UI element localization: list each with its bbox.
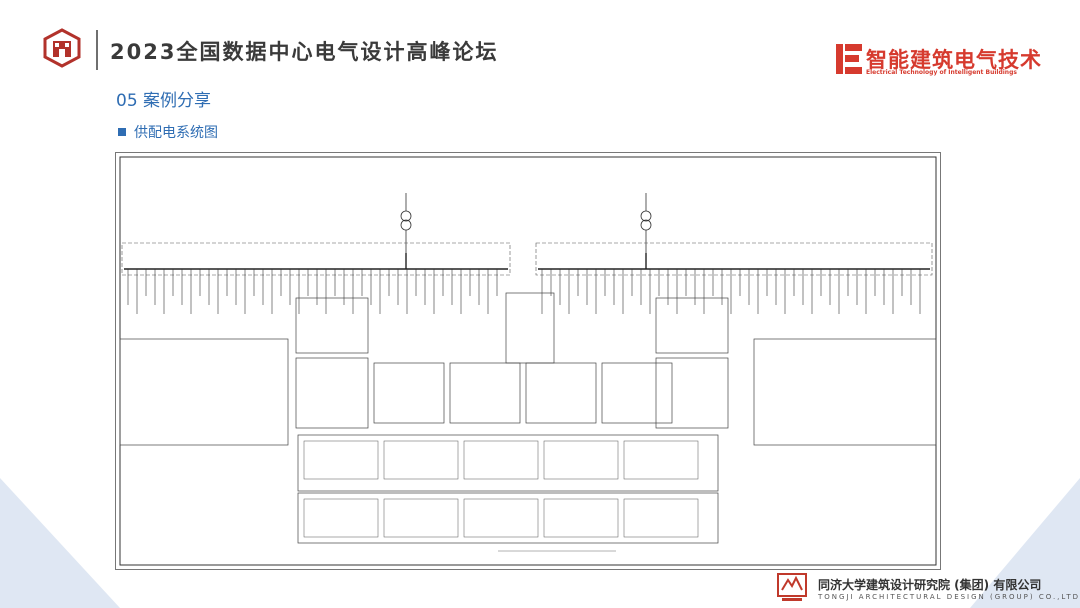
- company-name-en: TONGJI ARCHITECTURAL DESIGN (GROUP) CO.,…: [818, 593, 1080, 601]
- brand-block: 智能建筑电气技术 Electrical Technology of Intell…: [836, 44, 1046, 84]
- ibe-logo-icon: [836, 44, 862, 74]
- section-title: 05 案例分享: [116, 91, 212, 111]
- distribution-panel-block: [303, 440, 379, 480]
- company-name-cn: 同济大学建筑设计研究院 (集团) 有限公司: [818, 578, 1042, 592]
- distribution-panel-block: [543, 440, 619, 480]
- distribution-panel-block: [623, 440, 699, 480]
- distribution-panel-block: [623, 498, 699, 538]
- brand-subtitle: Electrical Technology of Intelligent Bui…: [866, 69, 1017, 76]
- brand-name: 智能建筑电气技术: [866, 48, 1042, 72]
- distribution-panel-block: [383, 498, 459, 538]
- corner-decoration-left: [0, 478, 120, 608]
- distribution-panel-block: [383, 440, 459, 480]
- conference-title: 2023全国数据中心电气设计高峰论坛: [110, 40, 499, 64]
- single-line-diagram-drawing: [119, 156, 937, 566]
- bullet-square-icon: [118, 128, 126, 136]
- section-subtitle: 供配电系统图: [134, 125, 218, 141]
- distribution-panel-block: [463, 498, 539, 538]
- tongji-castle-logo-icon: [43, 28, 81, 68]
- distribution-panel-block: [303, 498, 379, 538]
- power-distribution-diagram: [115, 152, 941, 570]
- distribution-panel-block: [543, 498, 619, 538]
- header-divider: [96, 30, 98, 70]
- tjad-seal-icon: [777, 573, 807, 601]
- distribution-panel-block: [463, 440, 539, 480]
- corner-decoration-right: [970, 478, 1080, 608]
